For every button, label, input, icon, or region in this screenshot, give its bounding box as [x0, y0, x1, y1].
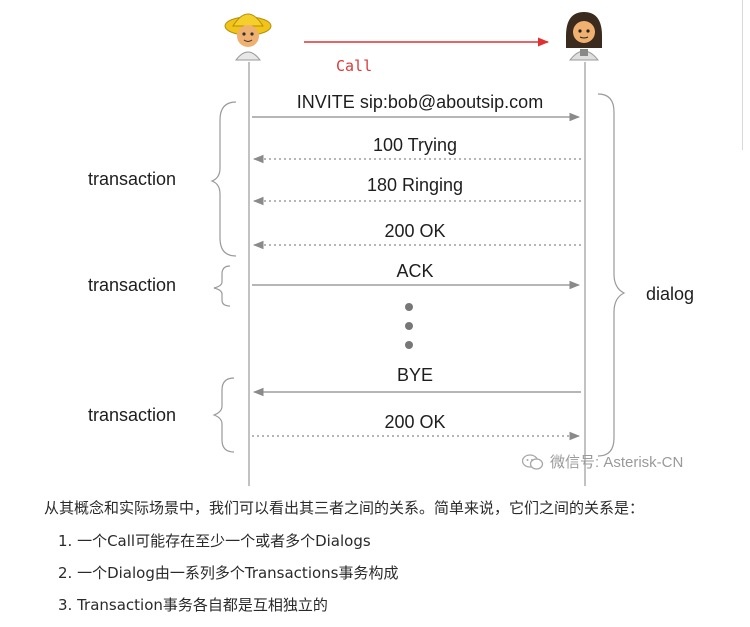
ack-message-label: ACK [396, 261, 434, 281]
page-edge-divider [742, 0, 743, 150]
ringing-message-label: 180 Ringing [366, 175, 464, 195]
article-intro: 从其概念和实际场景中，我们可以看出其三者之间的关系。简单来说，它们之间的关系是： [44, 499, 645, 517]
dialog-label: dialog [646, 284, 695, 304]
dialog-brace [597, 93, 626, 457]
list-item: 1. 一个Call可能存在至少一个或者多个Dialogs [58, 532, 371, 550]
caller-avatar-icon [224, 13, 272, 61]
relationship-list: 1. 一个Call可能存在至少一个或者多个Dialogs 2. 一个Dialog… [44, 531, 734, 615]
article-text: 从其概念和实际场景中，我们可以看出其三者之间的关系。简单来说，它们之间的关系是：… [44, 498, 734, 627]
ok-message-label-1: 200 OK [384, 221, 446, 241]
ok-message-label-2: 200 OK [384, 412, 446, 432]
transaction-brace-3 [212, 377, 235, 453]
ellipsis-dots [405, 303, 413, 349]
sip-sequence-diagram [210, 12, 626, 486]
transaction-label-3: transaction [88, 405, 177, 425]
list-item: 2. 一个Dialog由一系列多个Transactions事务构成 [58, 564, 399, 582]
transaction-label-2: transaction [88, 275, 177, 295]
transaction-brace-2 [213, 265, 231, 307]
watermark: 微信号: Asterisk-CN [522, 451, 683, 472]
call-label: Call [336, 57, 373, 75]
transaction-label-1: transaction [88, 169, 177, 189]
trying-message-label: 100 Trying [372, 135, 458, 155]
bye-message-label: BYE [396, 365, 434, 385]
callee-avatar-icon [566, 12, 602, 61]
list-item: 3. Transaction事务各自都是互相独立的 [58, 596, 328, 614]
invite-message-label: INVITE sip:bob@aboutsip.com [296, 92, 544, 112]
wechat-icon [522, 453, 544, 470]
transaction-brace-1 [210, 101, 237, 257]
watermark-text: 微信号: Asterisk-CN [550, 454, 684, 471]
